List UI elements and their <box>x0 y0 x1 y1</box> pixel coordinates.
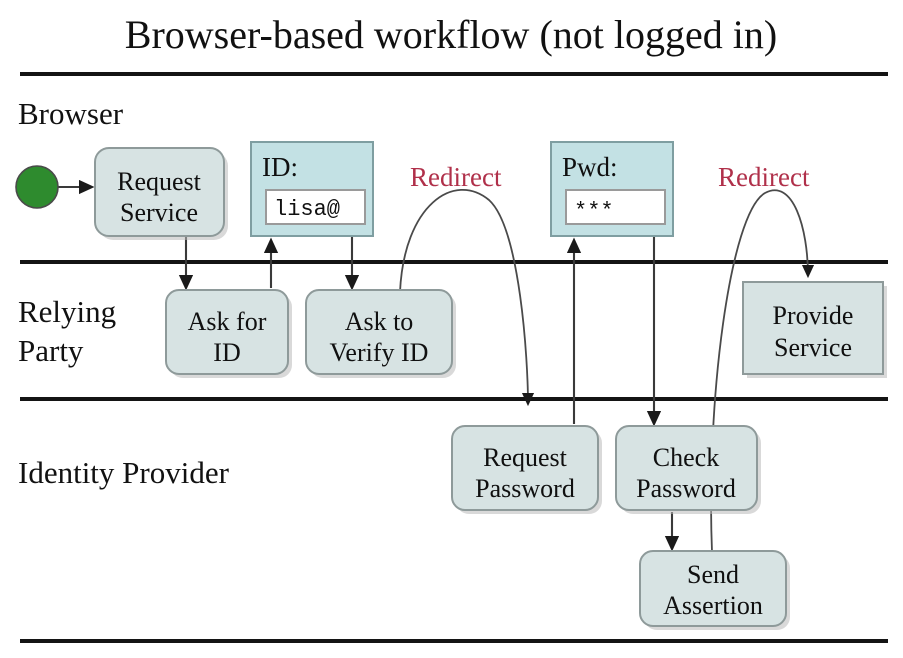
node-send-assertion-line1: Send <box>687 560 739 589</box>
node-request-service-line1: Request <box>117 167 202 196</box>
node-send-assertion-line2: Assertion <box>663 591 763 620</box>
pwd-input-value: *** <box>574 199 614 224</box>
node-request-service[interactable]: Request Service <box>94 147 228 240</box>
id-form-window[interactable]: ID: lisa@ <box>250 141 374 237</box>
node-request-password[interactable]: Request Password <box>451 425 602 514</box>
node-check-password-line2: Password <box>636 474 736 503</box>
edge-label-redirect-right: Redirect <box>718 162 810 192</box>
id-input-value: lisa@ <box>274 197 340 222</box>
id-input-field[interactable] <box>265 189 366 225</box>
id-field-label: ID: <box>262 152 298 182</box>
lane-label-relying-party-line2: Party <box>18 333 84 368</box>
pwd-input-field[interactable] <box>565 189 666 225</box>
node-check-password-line1: Check <box>653 443 719 472</box>
pwd-field-label: Pwd: <box>562 152 618 182</box>
node-provide-service-line2: Service <box>774 333 852 362</box>
node-provide-service-line1: Provide <box>773 301 854 330</box>
node-ask-for-id-line1: Ask for <box>188 307 267 336</box>
node-ask-for-id-line2: ID <box>213 338 240 367</box>
node-send-assertion[interactable]: Send Assertion <box>639 550 790 630</box>
node-request-password-line2: Password <box>475 474 575 503</box>
lane-label-identity-provider: Identity Provider <box>18 455 230 490</box>
edge-label-redirect-left: Redirect <box>410 162 502 192</box>
node-ask-to-verify-id[interactable]: Ask to Verify ID <box>305 289 456 378</box>
node-ask-to-verify-id-line1: Ask to <box>345 307 414 336</box>
node-check-password[interactable]: Check Password <box>615 425 761 514</box>
page-title: Browser-based workflow (not logged in) <box>125 12 777 57</box>
start-node[interactable] <box>15 165 59 209</box>
node-request-service-line2: Service <box>120 198 198 227</box>
node-ask-to-verify-id-line2: Verify ID <box>330 338 429 367</box>
node-provide-service[interactable]: Provide Service <box>742 281 887 378</box>
edge-redirect-left-curve <box>399 189 535 407</box>
node-ask-for-id[interactable]: Ask for ID <box>165 289 292 378</box>
pwd-form-window[interactable]: Pwd: *** <box>550 141 674 237</box>
lane-label-relying-party-line1: Relying <box>18 294 116 329</box>
lane-label-browser: Browser <box>18 96 124 131</box>
node-request-password-line1: Request <box>483 443 568 472</box>
